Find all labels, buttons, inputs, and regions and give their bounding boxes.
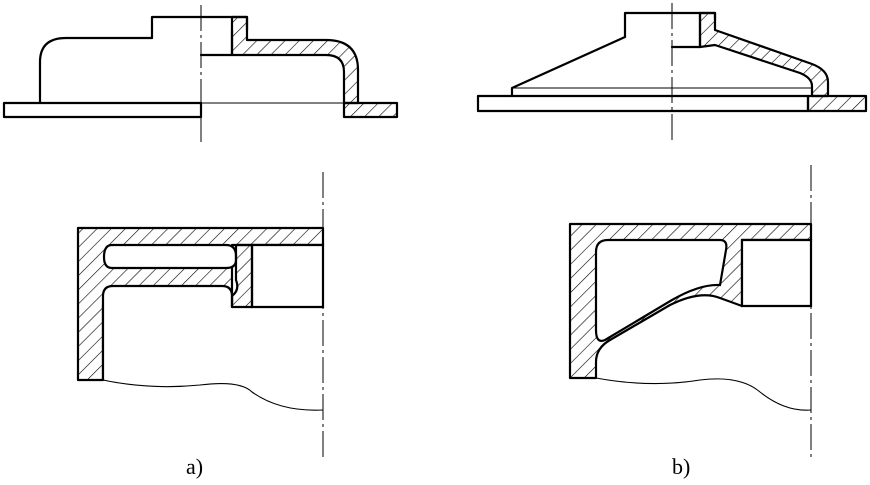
base-plate-right-section <box>342 101 399 119</box>
base-plate-b-section <box>806 94 868 113</box>
detail-b-cavity-upper <box>594 238 728 342</box>
detail-a-break-line <box>102 379 324 411</box>
caption-a: a) <box>186 454 204 479</box>
variant-b-elevation <box>476 3 868 142</box>
hub-inner-edge <box>199 28 234 57</box>
detail-a-slot <box>102 243 238 270</box>
variant-a-elevation <box>2 5 399 145</box>
detail-b-pocket <box>740 238 813 308</box>
variant-a-detail <box>76 172 325 460</box>
cone-wall-section <box>698 11 830 98</box>
cone-outline-left <box>510 35 627 98</box>
detail-a-pocket <box>250 243 325 309</box>
caption-b: b) <box>672 454 691 479</box>
detail-a-cavity <box>101 284 234 380</box>
detail-a-rib <box>230 243 254 309</box>
dome-outline-left <box>38 36 154 105</box>
variant-b-detail <box>568 165 813 460</box>
dome-wall-section <box>230 15 360 105</box>
base-plate-b <box>476 94 810 113</box>
hub-inner-b <box>670 11 702 49</box>
base-plate-left <box>2 101 203 119</box>
detail-b-break-line <box>595 377 812 411</box>
